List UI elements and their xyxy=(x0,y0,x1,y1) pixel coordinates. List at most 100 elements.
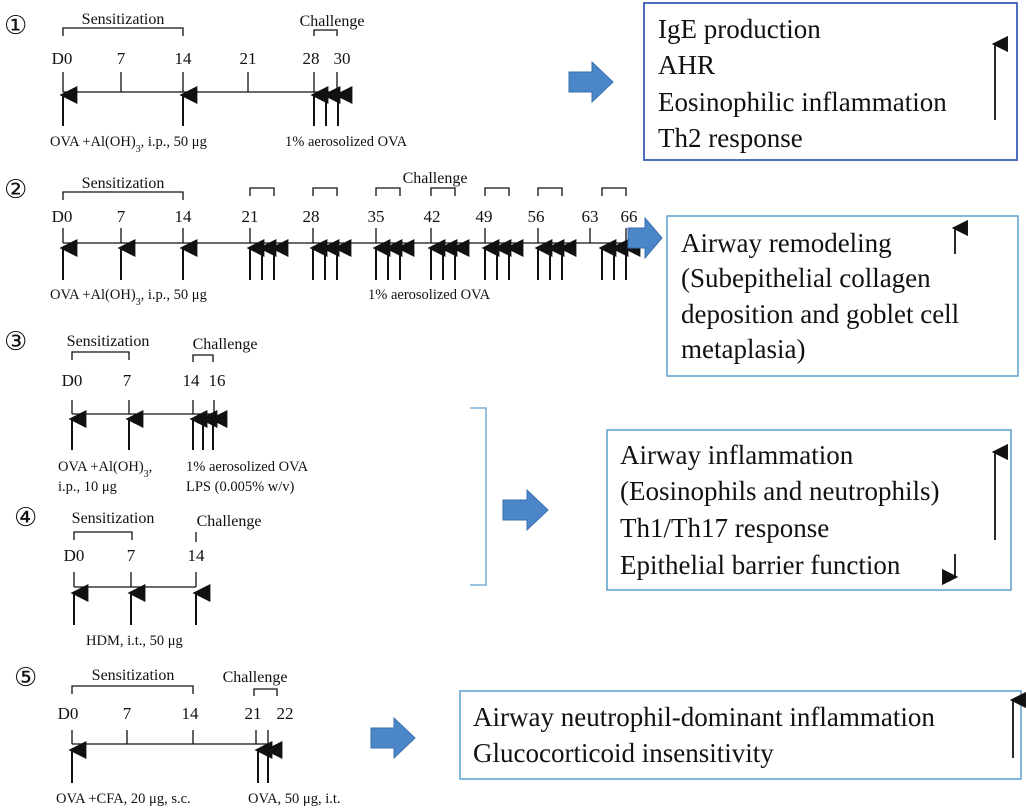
day-label: 7 xyxy=(123,704,132,723)
sensitization-bracket xyxy=(62,27,184,36)
outcome-arrow-1 xyxy=(568,60,614,104)
sensitization-label: Sensitization xyxy=(72,510,155,527)
challenge-note: LPS (0.005% w/v) xyxy=(186,479,295,495)
challenge-brackets xyxy=(249,187,627,196)
day-label: 21 xyxy=(242,207,259,226)
outcome-line: Th1/Th17 response xyxy=(620,513,829,543)
day-label: 14 xyxy=(188,546,206,565)
day-label: D0 xyxy=(62,371,83,390)
outcome-line: Airway remodeling xyxy=(681,228,892,258)
challenge-label: Challenge xyxy=(197,513,262,530)
dosing-arrows xyxy=(68,741,283,783)
sensitization-label: Sensitization xyxy=(67,333,150,350)
day-label: 28 xyxy=(303,207,320,226)
day-label: 66 xyxy=(621,207,638,226)
day-label: 7 xyxy=(127,546,136,565)
challenge-bracket xyxy=(253,688,278,696)
protocol-number: ② xyxy=(4,175,27,205)
day-label: 14 xyxy=(175,49,193,68)
outcome-line: AHR xyxy=(658,50,715,80)
protocol-note: HDM, i.t., 50 μg xyxy=(86,633,183,649)
outcome-box-4: Airway neutrophil-dominant inflammation … xyxy=(459,690,1026,780)
day-label: D0 xyxy=(64,546,85,565)
day-label: 21 xyxy=(240,49,257,68)
protocol-1: ① Sensitization Challenge D0 7 14 21 28 … xyxy=(4,11,408,155)
sensitization-bracket xyxy=(71,351,130,360)
outcome-line: Eosinophilic inflammation xyxy=(658,87,947,117)
outcome-box-3: Airway inflammation (Eosinophils and neu… xyxy=(606,429,1012,591)
tick-marks xyxy=(71,730,269,744)
protocol-number: ① xyxy=(4,11,27,41)
protocol-4: ④ Sensitization Challenge D0 7 14 HDM, i… xyxy=(14,503,261,649)
dosing-arrows xyxy=(59,86,353,126)
protocol-3: ③ Sensitization Challenge D0 7 14 16 OVA… xyxy=(4,327,309,495)
day-label: 35 xyxy=(368,207,385,226)
day-label: 16 xyxy=(209,371,226,390)
challenge-note: 1% aerosolized OVA xyxy=(285,134,408,150)
challenge-label: Challenge xyxy=(193,336,258,353)
outcome-line: Airway neutrophil-dominant inflammation xyxy=(473,702,935,732)
day-label: 14 xyxy=(175,207,193,226)
day-label: 42 xyxy=(424,207,441,226)
day-label: 14 xyxy=(182,704,200,723)
outcome-line: deposition and goblet cell xyxy=(681,299,959,329)
sensitization-note: OVA +CFA, 20 μg, s.c. xyxy=(56,791,191,807)
sensitization-note: OVA +Al(OH)3, i.p., 50 μg xyxy=(50,134,207,155)
challenge-label: Challenge xyxy=(403,170,468,187)
day-label: 28 xyxy=(303,49,320,68)
challenge-bracket xyxy=(313,29,338,36)
tick-marks xyxy=(62,228,627,243)
dosing-arrows xyxy=(68,410,228,450)
sensitization-label: Sensitization xyxy=(82,11,165,28)
day-label: 7 xyxy=(123,371,132,390)
sensitization-bracket xyxy=(71,685,194,694)
challenge-note: 1% aerosolized OVA xyxy=(368,287,491,303)
tick-marks xyxy=(73,572,197,587)
dosing-arrows xyxy=(70,584,211,625)
group-bracket xyxy=(470,407,487,586)
outcome-arrow-2 xyxy=(627,216,663,260)
outcome-arrow-4 xyxy=(370,716,416,760)
sensitization-bracket xyxy=(73,531,133,540)
outcome-box-1: IgE production AHR Eosinophilic inflamma… xyxy=(643,2,1018,161)
dosing-arrows xyxy=(59,239,641,280)
outcome-arrow-3 xyxy=(502,488,549,532)
challenge-label: Challenge xyxy=(223,669,288,686)
outcome-line: (Subepithelial collagen xyxy=(681,263,931,293)
challenge-bracket xyxy=(192,354,214,362)
day-label: 14 xyxy=(183,371,201,390)
challenge-note: 1% aerosolized OVA xyxy=(186,459,309,475)
day-label: 21 xyxy=(245,704,262,723)
day-label: 22 xyxy=(277,704,294,723)
day-label: D0 xyxy=(52,207,73,226)
day-label: D0 xyxy=(58,704,79,723)
day-label: 7 xyxy=(117,49,126,68)
outcome-line: (Eosinophils and neutrophils) xyxy=(620,476,939,506)
protocol-2: ② Sensitization Challenge D0 7 14 21 28 … xyxy=(4,170,641,308)
protocol-number: ⑤ xyxy=(14,663,37,693)
tick-marks xyxy=(62,72,338,92)
protocol-5: ⑤ Sensitization Challenge D0 7 14 21 22 … xyxy=(14,663,341,807)
day-label: 30 xyxy=(334,49,351,68)
protocol-number: ③ xyxy=(4,327,27,357)
outcome-line: Airway inflammation xyxy=(620,440,854,470)
outcome-line: Epithelial barrier function xyxy=(620,550,901,580)
sensitization-label: Sensitization xyxy=(82,175,165,192)
day-label: 7 xyxy=(117,207,126,226)
block-arrows xyxy=(370,60,663,760)
sensitization-note: i.p., 10 μg xyxy=(58,479,117,495)
day-label: 49 xyxy=(476,207,493,226)
challenge-note: OVA, 50 μg, i.t. xyxy=(248,791,341,807)
sensitization-note: OVA +Al(OH)3, xyxy=(58,459,152,480)
sensitization-label: Sensitization xyxy=(92,667,175,684)
outcome-line: IgE production xyxy=(658,14,821,44)
outcome-line: metaplasia) xyxy=(681,334,805,364)
sensitization-bracket xyxy=(62,191,184,200)
day-label: D0 xyxy=(52,49,73,68)
outcome-box-2: Airway remodeling (Subepithelial collage… xyxy=(666,215,1019,377)
outcome-line: Glucocorticoid insensitivity xyxy=(473,738,774,768)
protocol-number: ④ xyxy=(14,503,37,533)
outcome-line: Th2 response xyxy=(658,123,803,153)
sensitization-note: OVA +Al(OH)3, i.p., 50 μg xyxy=(50,287,207,308)
